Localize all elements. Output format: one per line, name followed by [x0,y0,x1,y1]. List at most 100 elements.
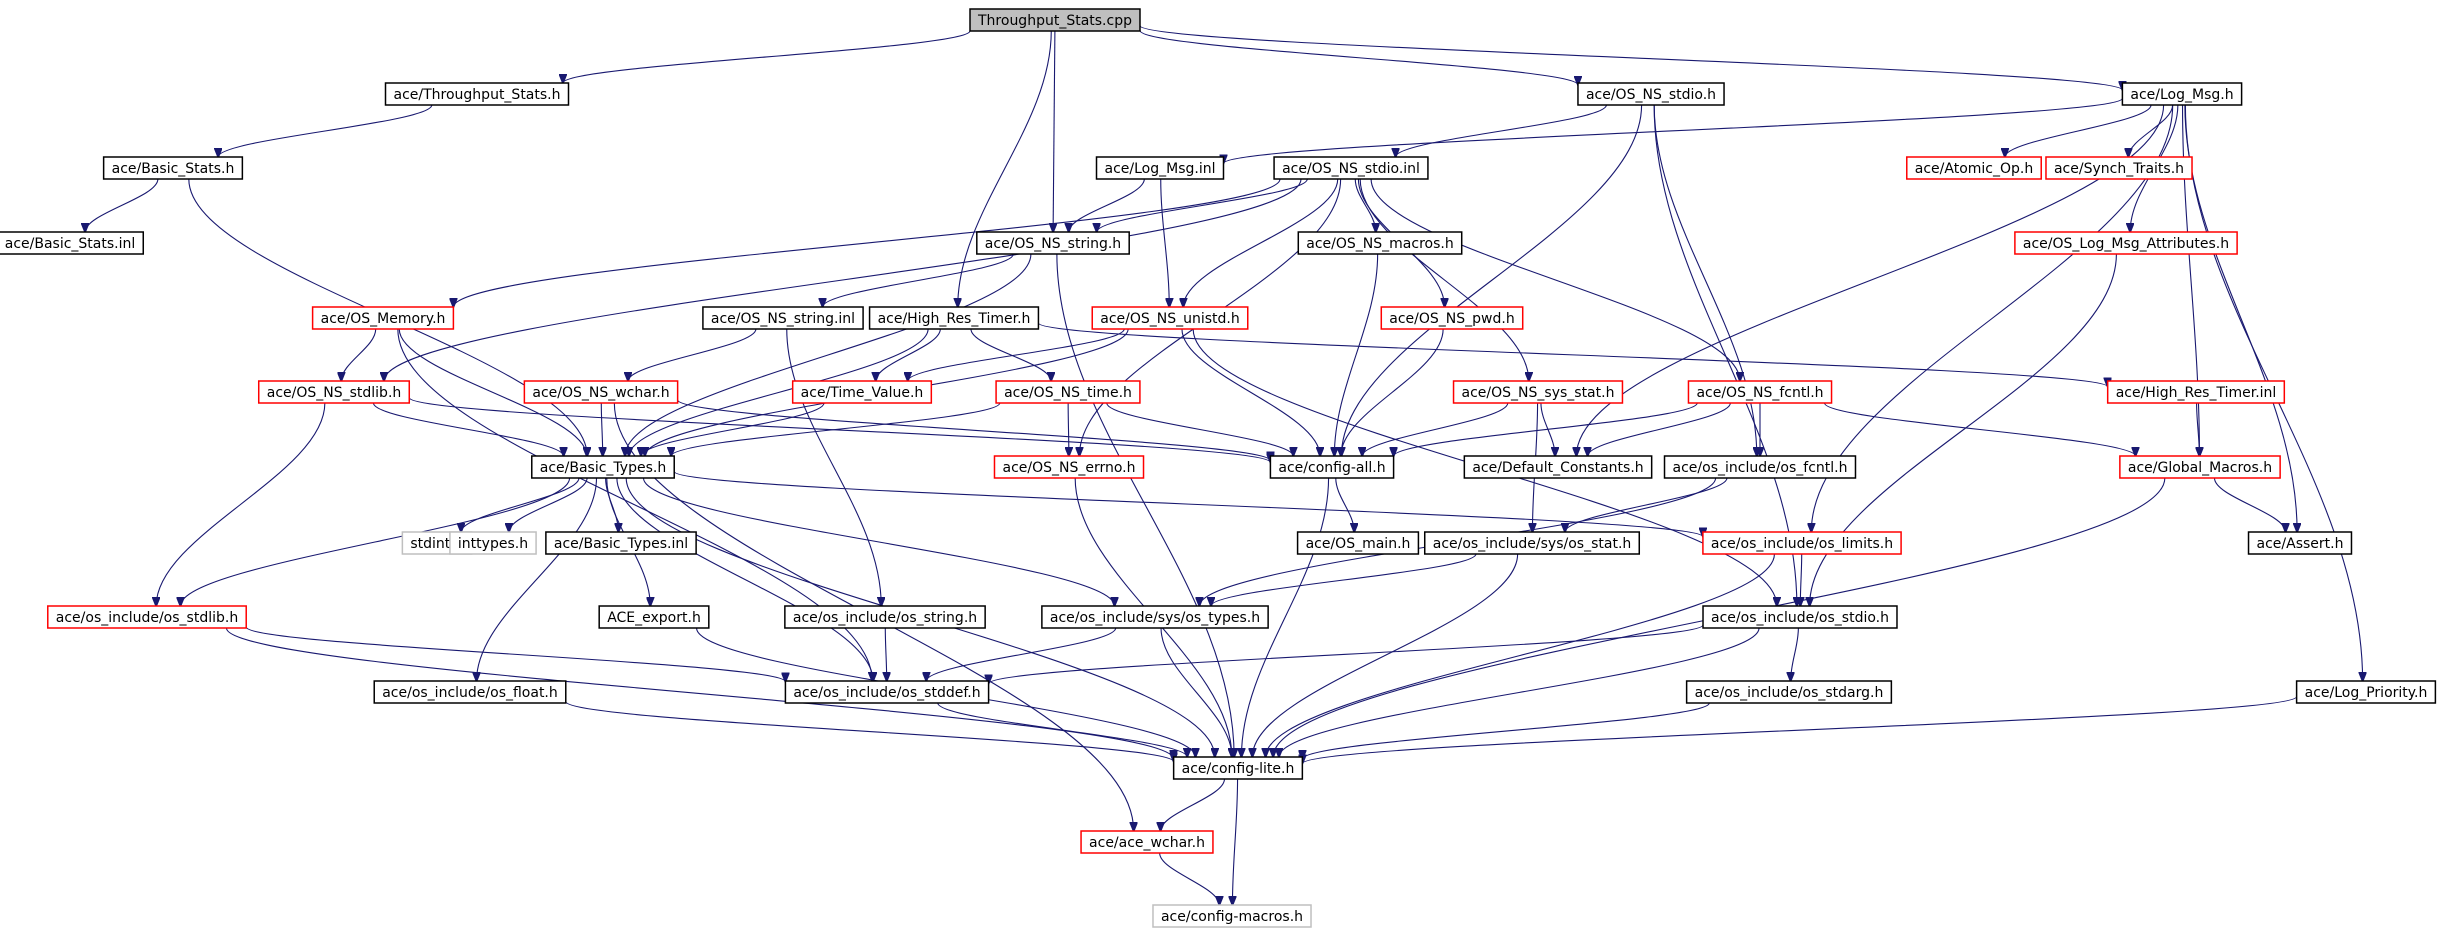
node-os-include-os-string-h[interactable]: ace/os_include/os_string.h [784,605,986,629]
edge-os-ns-stdio-h-to-os-include-os-fcntl-h [1653,104,1757,456]
node-box [1687,380,1833,404]
node-os-include-os-stdio-h[interactable]: ace/os_include/os_stdio.h [1702,605,1898,629]
node-label: ace/OS_NS_string.inl [711,311,855,327]
node-os-ns-stdio-inl[interactable]: ace/OS_NS_stdio.inl [1273,156,1429,180]
node-label: ace/Log_Msg.inl [1105,161,1216,177]
node-os-ns-string-h[interactable]: ace/OS_NS_string.h [976,231,1130,255]
node-log-msg-inl[interactable]: ace/Log_Msg.inl [1095,156,1225,180]
edge-os-include-os-limits-h-to-os-include-os-stdio-h [1800,553,1801,606]
node-os-include-os-stddef-h[interactable]: ace/os_include/os_stddef.h [784,680,990,704]
node-os-ns-unistd-h[interactable]: ace/OS_NS_unistd.h [1091,306,1249,330]
node-box [1685,680,1893,704]
node-log-msg-h[interactable]: ace/Log_Msg.h [2121,82,2243,106]
node-default-constants-h[interactable]: ace/Default_Constants.h [1463,455,1653,479]
node-box [47,605,247,629]
node-label: ace/OS_NS_errno.h [1002,460,1135,476]
node-throughput-stats-h[interactable]: ace/Throughput_Stats.h [384,82,570,106]
edge-os-include-sys-os-types-h-to-config-lite-h [1160,627,1232,757]
node-label: ace/os_include/os_stdio.h [1711,610,1889,626]
node-os-memory-h[interactable]: ace/OS_Memory.h [311,306,455,330]
edge-high-res-timer-h-to-basic-types-h [629,328,929,456]
edge-os-memory-h-to-basic-types-h [398,328,587,456]
node-os-ns-string-inl[interactable]: ace/OS_NS_string.inl [702,306,864,330]
node-os-ns-fcntl-h[interactable]: ace/OS_NS_fcntl.h [1687,380,1833,404]
edge-os-ns-pwd-h-to-config-all-h [1341,328,1444,456]
node-os-log-msg-attributes-h[interactable]: ace/OS_Log_Msg_Attributes.h [2014,231,2238,255]
node-throughput-stats-cpp[interactable]: Throughput_Stats.cpp [969,8,1141,32]
edge-os-include-os-stddef-h-to-config-lite-h [937,702,1187,757]
node-config-all-h[interactable]: ace/config-all.h [1269,455,1395,479]
edge-log-msg-h-to-log-msg-inl [1223,97,2123,163]
node-label: ace/ace_wchar.h [1089,835,1205,851]
node-os-ns-macros-h[interactable]: ace/OS_NS_macros.h [1297,231,1463,255]
edge-os-ns-unistd-h-to-config-all-h [1181,328,1320,456]
edge-os-include-os-stdio-h-to-os-include-os-stdarg-h [1791,627,1799,681]
node-basic-stats-h[interactable]: ace/Basic_Stats.h [102,156,244,180]
node-label: ace/os_include/os_stddef.h [793,685,980,701]
edge-basic-types-h-to-os-include-os-float-h [477,477,598,681]
node-box [995,380,1141,404]
edge-basic-types-h-to-os-include-os-stddef-h [616,477,873,681]
node-os-include-os-stdarg-h[interactable]: ace/os_include/os_stdarg.h [1685,680,1893,704]
node-os-include-os-fcntl-h[interactable]: ace/os_include/os_fcntl.h [1663,455,1857,479]
node-label: ace/Basic_Types.inl [554,536,688,552]
edge-os-include-os-stdio-h-to-config-lite-h [1279,627,1760,757]
node-os-ns-time-h[interactable]: ace/OS_NS_time.h [995,380,1141,404]
edge-high-res-timer-inl-to-global-macros-h [2197,402,2200,456]
node-inttypes-h[interactable]: inttypes.h [449,531,537,555]
edge-throughput-stats-h-to-basic-stats-h [218,104,433,157]
node-label: ace/config-lite.h [1182,761,1295,777]
node-config-lite-h[interactable]: ace/config-lite.h [1172,756,1304,780]
node-assert-h[interactable]: ace/Assert.h [2247,531,2353,555]
edge-basic-types-h-to-os-include-sys-os-types-h [642,477,1114,606]
edge-high-res-timer-h-to-high-res-timer-inl [1037,322,2107,387]
node-label: ace/OS_NS_macros.h [1306,236,1453,252]
node-ace-wchar-h[interactable]: ace/ace_wchar.h [1080,830,1214,854]
node-box [1080,830,1214,854]
node-os-ns-errno-h[interactable]: ace/OS_NS_errno.h [993,455,1145,479]
node-box [2247,531,2353,555]
node-box [1273,156,1429,180]
node-os-ns-wchar-h[interactable]: ace/OS_NS_wchar.h [523,380,679,404]
node-os-main-h[interactable]: ace/OS_main.h [1296,531,1420,555]
edge-os-ns-stdio-h-to-os-ns-stdio-inl [1396,104,1607,157]
node-os-include-sys-os-types-h[interactable]: ace/os_include/sys/os_types.h [1041,605,1269,629]
edge-os-ns-unistd-h-to-time-value-h [908,328,1125,381]
node-label: ace/os_include/os_string.h [793,610,977,626]
node-os-ns-stdio-h[interactable]: ace/OS_NS_stdio.h [1577,82,1725,106]
node-os-ns-stdlib-h[interactable]: ace/OS_NS_stdlib.h [257,380,411,404]
node-os-include-sys-os-stat-h[interactable]: ace/os_include/sys/os_stat.h [1423,531,1641,555]
node-box [1702,605,1898,629]
edge-config-all-h-to-os-main-h [1335,477,1354,532]
node-box [868,306,1040,330]
node-global-macros-h[interactable]: ace/Global_Macros.h [2119,455,2281,479]
node-high-res-timer-inl[interactable]: ace/High_Res_Timer.inl [2106,380,2286,404]
node-os-include-os-float-h[interactable]: ace/os_include/os_float.h [373,680,567,704]
node-box [1463,455,1653,479]
node-log-priority-h[interactable]: ace/Log_Priority.h [2295,680,2437,704]
node-label: ace/OS_main.h [1306,536,1411,552]
node-basic-stats-inl[interactable]: ace/Basic_Stats.inl [0,231,145,255]
edge-os-include-os-string-h-to-os-include-os-stddef-h [885,627,886,681]
node-box [2295,680,2437,704]
node-basic-types-h[interactable]: ace/Basic_Types.h [531,455,675,479]
node-time-value-h[interactable]: ace/Time_Value.h [791,380,933,404]
node-box [1577,82,1725,106]
node-basic-types-inl[interactable]: ace/Basic_Types.inl [545,531,697,555]
edge-log-msg-inl-to-os-ns-unistd-h [1160,178,1170,307]
edge-os-ns-time-h-to-os-ns-errno-h [1068,402,1069,456]
node-os-include-os-stdlib-h[interactable]: ace/os_include/os_stdlib.h [47,605,247,629]
node-label: inttypes.h [458,536,528,552]
node-os-ns-pwd-h[interactable]: ace/OS_NS_pwd.h [1380,306,1524,330]
node-atomic-op-h[interactable]: ace/Atomic_Op.h [1906,156,2042,180]
node-label: ace/Basic_Stats.h [112,161,235,177]
node-ace-export-h[interactable]: ACE_export.h [598,605,710,629]
node-high-res-timer-h[interactable]: ace/High_Res_Timer.h [868,306,1040,330]
edge-os-include-sys-os-types-h-to-os-include-os-stddef-h [926,627,1117,681]
node-os-ns-sys-stat-h[interactable]: ace/OS_NS_sys_stat.h [1452,380,1624,404]
node-label: ace/os_include/sys/os_types.h [1050,610,1260,626]
node-synch-traits-h[interactable]: ace/Synch_Traits.h [2045,156,2193,180]
node-label: ace/os_include/sys/os_stat.h [1433,536,1632,552]
node-os-include-os-limits-h[interactable]: ace/os_include/os_limits.h [1702,531,1902,555]
node-config-macros-h[interactable]: ace/config-macros.h [1152,904,1312,928]
